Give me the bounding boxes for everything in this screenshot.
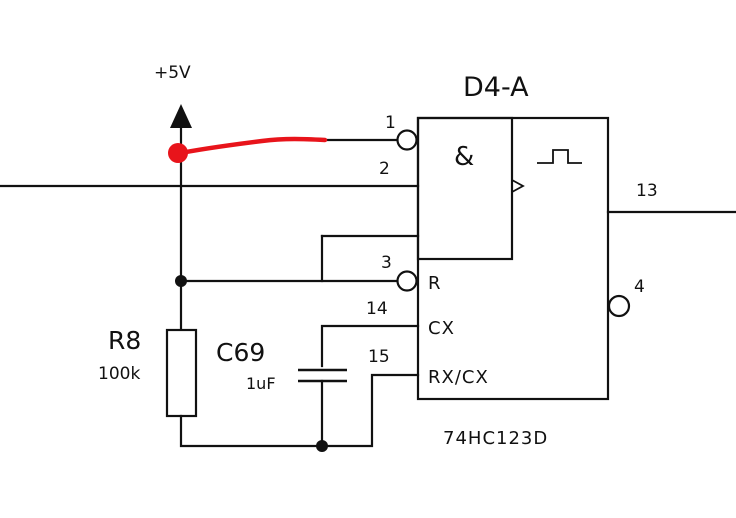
pin-number-13: 13 <box>636 181 658 201</box>
resistor-value: 100k <box>98 364 140 384</box>
and-gate-box <box>416 116 514 261</box>
pin-number-4: 4 <box>634 277 645 297</box>
pin3-inversion-bubble <box>396 270 418 292</box>
red-annotation-dot <box>168 143 188 163</box>
pin-label-rxcx: RX/CX <box>428 367 489 388</box>
pin-label-reset: R <box>428 273 441 294</box>
junction-dot-ground <box>316 440 328 452</box>
clock-triangle <box>511 179 525 193</box>
resistor-bottom-wire <box>179 414 324 448</box>
resistor-body <box>165 328 198 418</box>
pin-number-14: 14 <box>366 299 388 319</box>
pin-number-15: 15 <box>368 347 390 367</box>
pin-label-cx: CX <box>428 318 455 339</box>
pin1-inversion-bubble <box>396 129 418 151</box>
cx-wire <box>320 324 420 368</box>
supply-arrow <box>170 104 192 128</box>
capacitor-value: 1uF <box>246 374 276 393</box>
chip-name: D4-A <box>463 72 529 103</box>
pin-number-1: 1 <box>385 113 396 133</box>
pin-number-2: 2 <box>379 159 390 179</box>
resistor-ref: R8 <box>108 326 141 355</box>
pulse-icon <box>537 149 582 164</box>
chip-part-number: 74HC123D <box>443 428 548 449</box>
capacitor-ref: C69 <box>216 338 265 367</box>
supply-label: +5V <box>154 63 191 83</box>
pin4-inversion-bubble <box>607 294 631 318</box>
rxcx-wire <box>320 373 420 448</box>
red-annotation-stroke <box>173 136 328 157</box>
and-symbol: & <box>454 142 474 172</box>
pin-number-3: 3 <box>381 253 392 273</box>
